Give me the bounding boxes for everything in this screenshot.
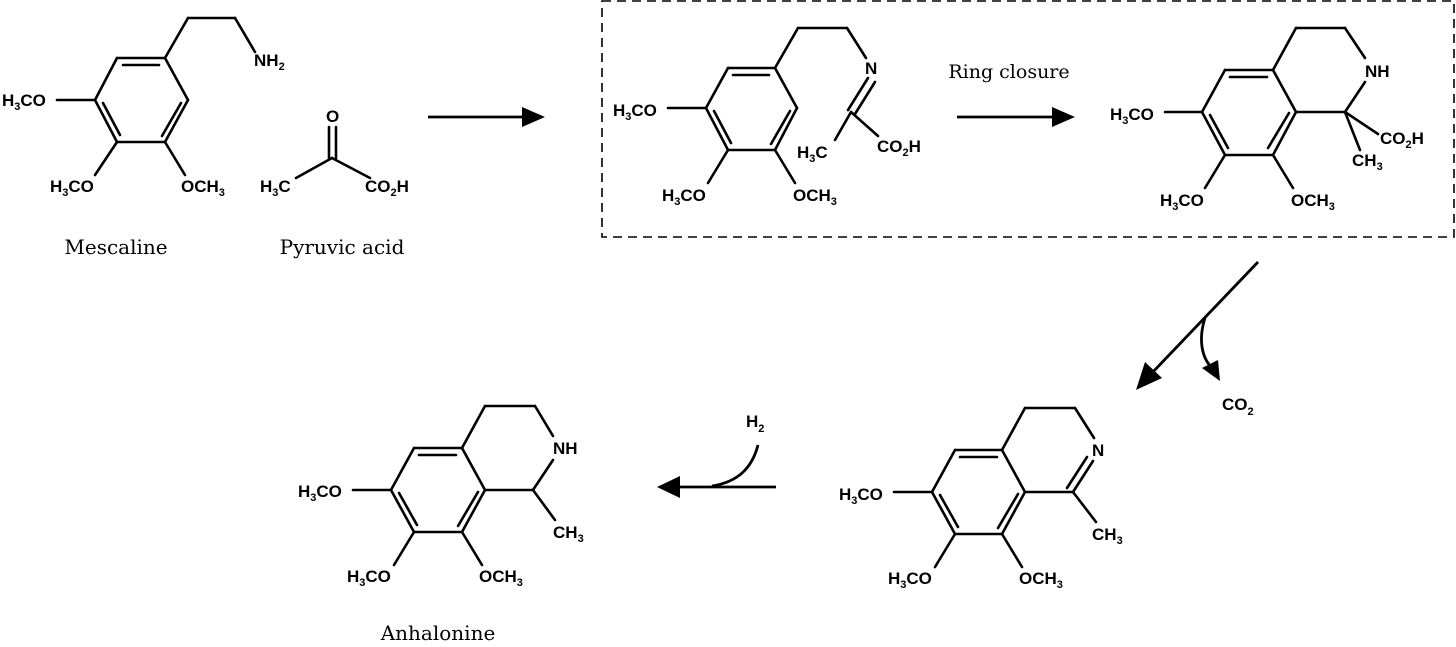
mescaline-methoxy-left-label: H3CO [2, 91, 46, 113]
imine-methyl-label: H3C [797, 143, 828, 165]
decarboxylation-arrow [1136, 261, 1260, 390]
pyruvic-carboxyl-label: CO2H [365, 177, 409, 199]
mescaline-methoxy-bottom-label: H3CO [50, 177, 94, 199]
reduction-arrow [657, 444, 776, 498]
intermediate-box [601, 0, 1455, 238]
dihydroisoquinoline-structure: N CH3 H3CO H3CO OCH3 [839, 406, 1123, 591]
anhalonine-structure: NH CH3 H3CO H3CO OCH3 [298, 404, 584, 589]
dihydro-methoxy-right-label: OCH3 [1019, 569, 1063, 591]
carboxy-thiq-methyl-label: CH3 [1352, 151, 1383, 173]
carboxy-thiq-carboxyl-label: CO2H [1380, 129, 1424, 151]
carboxy-thiq-structure: NH CO2H CH3 H3CO H3CO OCH3 [1110, 26, 1424, 213]
pyruvic-acid-structure: O H3C CO2H [260, 107, 409, 199]
co2-byproduct-label: CO2 [1222, 395, 1254, 418]
pyruvic-methyl-label: H3C [260, 177, 291, 199]
dihydro-methoxy-bottom-label: H3CO [888, 569, 932, 591]
mescaline-amine-label: NH2 [254, 51, 285, 73]
imine-methoxy-bottom-label: H3CO [662, 186, 706, 208]
ring-closure-arrow [957, 107, 1075, 127]
condensation-arrow [428, 107, 545, 127]
imine-intermediate-structure: N H3C CO2H H3CO H3CO OCH3 [613, 26, 921, 208]
anhalonine-methyl-label: CH3 [553, 523, 584, 545]
ring-closure-label: Ring closure [948, 61, 1069, 83]
carboxy-thiq-methoxy-right-label: OCH3 [1291, 191, 1335, 213]
carboxy-thiq-amine-label: NH [1365, 62, 1390, 81]
pyruvic-oxygen-label: O [326, 107, 339, 126]
mescaline-methoxy-right-label: OCH3 [181, 177, 225, 199]
h2-reagent-label: H2 [746, 412, 764, 435]
anhalonine-name: Anhalonine [380, 621, 496, 645]
imine-methoxy-left-label: H3CO [613, 101, 657, 123]
anhalonine-methoxy-right-label: OCH3 [479, 567, 523, 589]
dihydro-methoxy-left-label: H3CO [839, 485, 883, 507]
carboxy-thiq-methoxy-left-label: H3CO [1110, 105, 1154, 127]
imine-carboxyl-label: CO2H [877, 137, 921, 159]
dihydro-methyl-label: CH3 [1092, 525, 1123, 547]
mescaline-structure: NH2 H3CO H3CO OCH3 [2, 16, 285, 199]
mescaline-name: Mescaline [64, 235, 167, 259]
anhalonine-methoxy-left-label: H3CO [298, 482, 342, 504]
imine-methoxy-right-label: OCH3 [793, 186, 837, 208]
pyruvic-acid-name: Pyruvic acid [280, 235, 405, 259]
anhalonine-amine-label: NH [553, 439, 578, 458]
dihydro-nitrogen-label: N [1092, 441, 1104, 460]
imine-nitrogen-label: N [865, 59, 877, 78]
carboxy-thiq-methoxy-bottom-label: H3CO [1160, 191, 1204, 213]
anhalonine-methoxy-bottom-label: H3CO [347, 567, 391, 589]
